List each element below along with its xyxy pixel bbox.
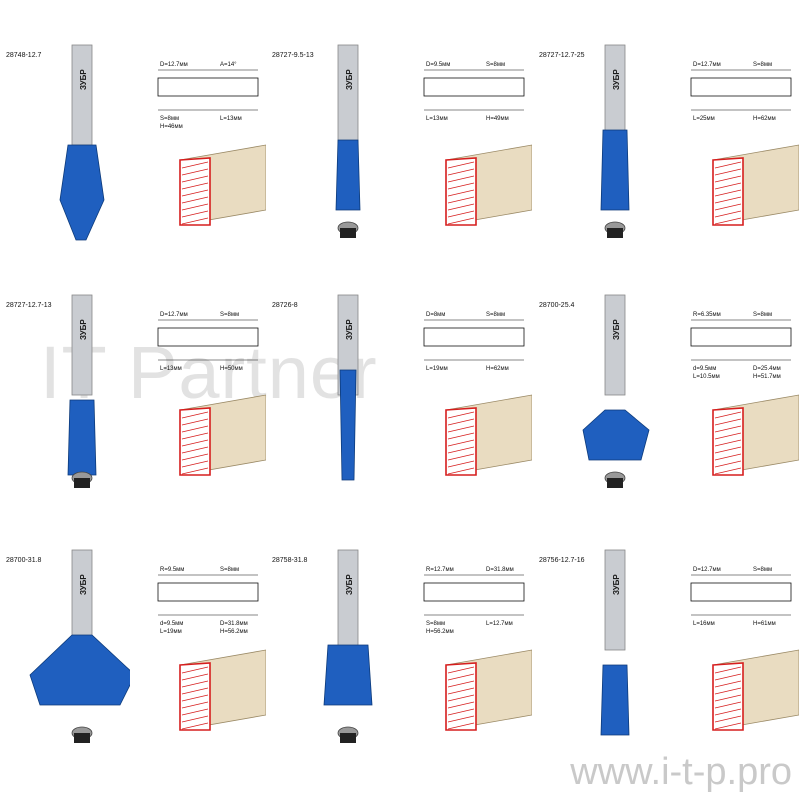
dimension-label: H=62мм bbox=[753, 116, 776, 122]
dimension-label: L=10.5мм bbox=[693, 374, 720, 380]
dimension-label: L=25мм bbox=[693, 116, 715, 122]
dimension-label: D=8мм bbox=[426, 312, 445, 318]
product-code: 28758-31.8 bbox=[272, 557, 308, 564]
svg-text:ЗУБР: ЗУБР bbox=[79, 574, 88, 595]
dimension-label: H=56.2мм bbox=[220, 629, 248, 635]
profile-illustration bbox=[712, 144, 799, 226]
svg-text:ЗУБР: ЗУБР bbox=[612, 319, 621, 340]
dimension-label: S=8мм bbox=[753, 62, 772, 68]
product-code: 28700-31.8 bbox=[6, 557, 42, 564]
dimension-label: D=12.7мм bbox=[160, 62, 188, 68]
dimension-label: H=62мм bbox=[486, 366, 509, 372]
watermark: IT Partner bbox=[40, 331, 378, 414]
router-bit-image: ЗУБР bbox=[29, 549, 130, 743]
dimension-label: L=12.7мм bbox=[486, 621, 513, 627]
dimension-label: H=49мм bbox=[486, 116, 509, 122]
dimension-label: R=12.7мм bbox=[426, 567, 454, 573]
profile-illustration bbox=[179, 649, 266, 731]
dimension-label: S=8мм bbox=[220, 312, 239, 318]
dimension-label: R=6.35мм bbox=[693, 312, 721, 318]
router-bit-image: ЗУБР bbox=[59, 44, 105, 241]
dimension-label: D=25.4мм bbox=[753, 366, 781, 372]
dimension-label: S=8мм bbox=[753, 567, 772, 573]
dimension-label: H=56.2мм bbox=[426, 629, 454, 635]
dimension-label: L=16мм bbox=[693, 621, 715, 627]
product-code: 28756-12.7-16 bbox=[539, 557, 585, 564]
dimension-label: D=31.8мм bbox=[486, 567, 514, 573]
dimension-label: D=9.5мм bbox=[426, 62, 450, 68]
dimension-label: L=13мм bbox=[220, 116, 242, 122]
product-code: 28727-9.5-13 bbox=[272, 52, 314, 59]
dimension-label: S=8мм bbox=[486, 312, 505, 318]
profile-illustration bbox=[712, 394, 799, 476]
dimension-label: H=61мм bbox=[753, 621, 776, 627]
dimension-label: H=51.7мм bbox=[753, 374, 781, 380]
dimension-label: H=46мм bbox=[160, 124, 183, 130]
dimension-label: D=12.7мм bbox=[693, 567, 721, 573]
dimension-label: S=8мм bbox=[220, 567, 239, 573]
profile-illustration bbox=[179, 144, 266, 226]
dimension-label: S=8мм bbox=[426, 621, 445, 627]
svg-text:ЗУБР: ЗУБР bbox=[345, 574, 354, 595]
profile-illustration bbox=[179, 394, 266, 476]
dimension-label: D=12.7мм bbox=[693, 62, 721, 68]
router-bit-image: ЗУБР bbox=[582, 294, 650, 488]
site-watermark: www.i-t-p.pro bbox=[570, 751, 792, 793]
product-code: 28727-12.7-25 bbox=[539, 52, 585, 59]
dimension-label: H=50мм bbox=[220, 366, 243, 372]
profile-illustration bbox=[445, 394, 532, 476]
dimension-label: L=19мм bbox=[426, 366, 448, 372]
svg-text:ЗУБР: ЗУБР bbox=[79, 319, 88, 340]
router-bit-image: ЗУБР bbox=[600, 549, 630, 736]
dimension-label: L=13мм bbox=[426, 116, 448, 122]
profile-illustration bbox=[712, 649, 799, 731]
dimension-label: D=31.8мм bbox=[220, 621, 248, 627]
dimension-label: D=12.7мм bbox=[160, 312, 188, 318]
svg-text:ЗУБР: ЗУБР bbox=[345, 69, 354, 90]
router-bit-image: ЗУБР bbox=[323, 549, 373, 743]
router-bit-image: ЗУБР bbox=[337, 294, 359, 481]
dimension-label: L=19мм bbox=[160, 629, 182, 635]
svg-text:ЗУБР: ЗУБР bbox=[79, 69, 88, 90]
router-bit-image: ЗУБР bbox=[600, 44, 630, 238]
dimension-label: S=8мм bbox=[160, 116, 179, 122]
router-bit-image: ЗУБР bbox=[335, 44, 361, 238]
dimension-label: A=14° bbox=[220, 62, 237, 68]
svg-text:ЗУБР: ЗУБР bbox=[345, 319, 354, 340]
product-code: 28726-8 bbox=[272, 302, 298, 309]
dimension-label: L=13мм bbox=[160, 366, 182, 372]
svg-text:ЗУБР: ЗУБР bbox=[612, 574, 621, 595]
router-bit-image: ЗУБР bbox=[67, 294, 97, 488]
dimension-label: S=8мм bbox=[486, 62, 505, 68]
product-code: 28727-12.7-13 bbox=[6, 302, 52, 309]
dimension-label: d=9.5мм bbox=[693, 366, 716, 372]
product-code: 28748-12.7 bbox=[6, 52, 42, 59]
product-code: 28700-25.4 bbox=[539, 302, 575, 309]
svg-text:ЗУБР: ЗУБР bbox=[612, 69, 621, 90]
dimension-label: S=8мм bbox=[753, 312, 772, 318]
dimension-label: d=9.5мм bbox=[160, 621, 183, 627]
profile-illustration bbox=[445, 144, 532, 226]
profile-illustration bbox=[445, 649, 532, 731]
dimension-label: R=9.5мм bbox=[160, 567, 184, 573]
